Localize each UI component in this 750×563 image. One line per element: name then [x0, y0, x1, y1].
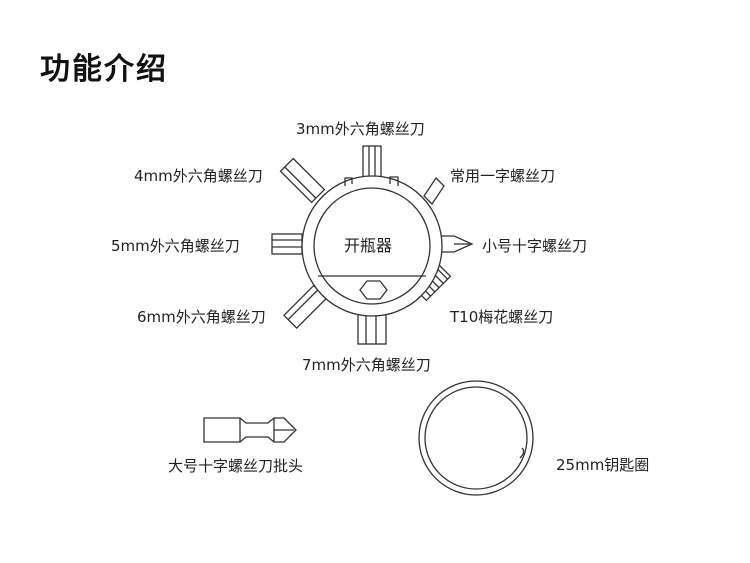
page-title: 功能介绍 [40, 52, 168, 87]
label-key-ring: 25mm钥匙圈 [556, 456, 649, 474]
label-hex3: 3mm外六角螺丝刀 [296, 120, 425, 138]
label-hex5: 5mm外六角螺丝刀 [111, 237, 240, 255]
label-flat: 常用一字螺丝刀 [450, 167, 555, 185]
flat-bit [423, 176, 445, 206]
hex4-bit [279, 157, 326, 204]
center-label: 开瓶器 [344, 236, 392, 255]
label-hex4: 4mm外六角螺丝刀 [134, 167, 263, 185]
key-ring [418, 380, 534, 496]
label-phillips-small: 小号十字螺丝刀 [482, 237, 587, 255]
label-torx: T10梅花螺丝刀 [449, 308, 553, 326]
tool-notches [344, 176, 399, 186]
label-large-phillips-bit: 大号十字螺丝刀批头 [168, 457, 303, 475]
label-hex6: 6mm外六角螺丝刀 [137, 308, 266, 326]
hex5-bit [271, 233, 303, 255]
large-phillips-bit [203, 417, 297, 443]
tool-body-inner [313, 187, 431, 305]
hex-socket [359, 280, 388, 300]
label-hex7: 7mm外六角螺丝刀 [302, 356, 431, 374]
